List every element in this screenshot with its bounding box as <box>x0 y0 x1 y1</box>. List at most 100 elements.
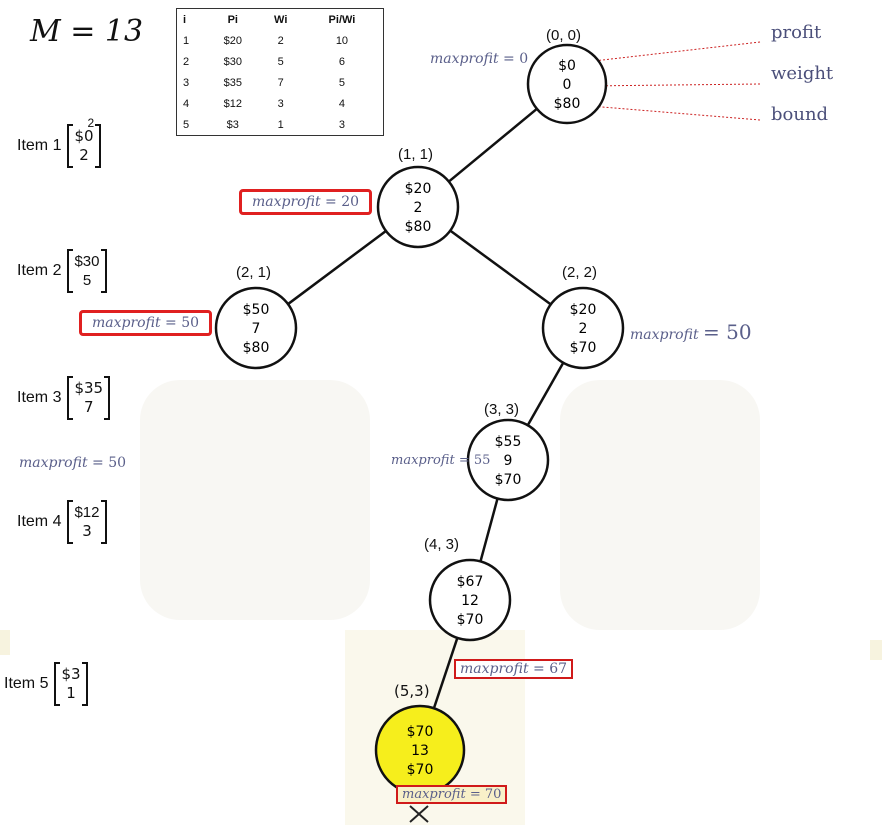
maxprofit-node-4-3: maxprofit = 67 <box>454 659 574 679</box>
item-name: Item 2 <box>17 262 62 279</box>
tree-edge <box>479 498 499 562</box>
node-circle <box>428 558 512 642</box>
node-weight: 2 <box>414 200 423 216</box>
maxprofit-node-5-3: maxprofit = 70 <box>396 785 508 804</box>
table-cell: 3 <box>183 76 190 89</box>
weight-arrow <box>584 81 761 90</box>
annotation-bound: bound <box>771 104 829 125</box>
node-bound: $70 <box>457 612 484 628</box>
table-cell: $20 <box>223 34 242 47</box>
node-bound: $80 <box>243 340 270 356</box>
item-name: Item 5 <box>4 675 49 692</box>
table-cell: 1 <box>183 34 190 47</box>
item-2-label: Item 2 $30 5 <box>17 249 107 293</box>
node-coord-label: (0, 0) <box>546 27 582 44</box>
node-weight: 7 <box>252 321 261 337</box>
item-profit: $12 <box>74 504 100 521</box>
node-profit: $20 <box>405 181 432 197</box>
tree-edge <box>432 637 459 709</box>
node-bound: $80 <box>554 96 581 112</box>
nodes-layer: $00$80$202$80$507$80$202$70$559$70$6712$… <box>214 43 625 796</box>
maxprofit-node-2-1: maxprofit = 50 <box>79 310 213 336</box>
table-row: 1 $20 2 10 <box>177 30 384 51</box>
table-cell: 2 <box>277 34 284 47</box>
tree-edge <box>526 362 565 426</box>
tree-node-n11: $202$80 <box>376 165 460 249</box>
table-cell: 3 <box>338 118 345 131</box>
node-profit: $55 <box>495 434 522 450</box>
item-name: Item 1 <box>17 137 62 154</box>
item-weight: 3 <box>82 522 92 540</box>
node-bound: $70 <box>495 472 522 488</box>
table-cell: 10 <box>335 34 349 47</box>
column-header: Pi/Wi <box>328 13 356 26</box>
item-note: 2 <box>87 116 95 130</box>
annotation-profit: profit <box>771 22 822 43</box>
node-profit: $70 <box>407 724 434 740</box>
item-vector: $35 7 <box>67 376 111 420</box>
cream-strip <box>0 630 10 655</box>
item-vector: 2 $0 2 <box>67 116 101 168</box>
table-row: 4 $12 3 4 <box>177 93 384 114</box>
node-circle <box>541 286 625 370</box>
background-blob <box>560 380 760 630</box>
column-header: Wi <box>274 13 288 26</box>
table-cell: 6 <box>338 55 345 68</box>
maxprofit-item-3: maxprofit = 50 <box>19 455 127 471</box>
background-blob <box>140 380 370 620</box>
table-cell: $35 <box>223 76 242 89</box>
item-vector: $30 5 <box>67 249 107 293</box>
item-5-label: Item 5 $3 1 <box>4 662 88 706</box>
table-row: 2 $30 5 6 <box>177 51 384 72</box>
annotation-weight: weight <box>771 63 834 84</box>
tree-node-n21: $50 7 $80 <box>214 286 298 370</box>
column-header: i <box>183 13 187 26</box>
item-weight: 2 <box>79 146 89 164</box>
item-profit: $35 <box>74 379 104 397</box>
edges-layer <box>287 107 565 709</box>
node-coord-label: (3, 3) <box>484 401 520 418</box>
annotation-arrows <box>584 41 761 121</box>
node-weight: 2 <box>579 321 588 337</box>
capacity-label: M = 13 <box>30 14 144 49</box>
table-cell: $30 <box>223 55 242 68</box>
tree-edge <box>448 107 538 183</box>
item-4-label: Item 4 $12 3 <box>17 500 107 544</box>
item-profit: $30 <box>74 253 100 270</box>
item-vector: $12 3 <box>67 500 107 544</box>
tree-node-n33: $55 9 $70 <box>466 418 550 502</box>
node-coord-label: (1, 1) <box>398 146 434 163</box>
profit-arrow <box>584 41 761 66</box>
item-weight: 7 <box>84 398 94 416</box>
table-cell: 5 <box>183 118 190 131</box>
node-bound: $70 <box>407 762 434 778</box>
column-header: Pi <box>227 13 238 26</box>
item-profit: $0 <box>74 127 94 145</box>
table-cell: $12 <box>223 97 242 110</box>
table-row: 3 $35 7 5 <box>177 72 384 93</box>
node-profit: $20 <box>570 302 597 318</box>
node-circle <box>466 418 550 502</box>
item-vector: $3 1 <box>54 662 88 706</box>
item-3-label: Item 3 $35 7 <box>17 376 111 420</box>
maxprofit-root: maxprofit = 0 <box>430 51 529 67</box>
node-coord-label: (5,3) <box>394 682 430 700</box>
node-profit: $50 <box>243 302 270 318</box>
item-weight: 1 <box>66 684 76 702</box>
tree-node-n22: $202$70 <box>541 286 625 370</box>
tree-edge <box>287 229 387 306</box>
bound-arrow <box>589 102 761 121</box>
maxprofit-node-1-1: maxprofit = 20 <box>239 189 373 215</box>
item-name: Item 3 <box>17 389 62 406</box>
node-circle <box>526 43 608 125</box>
maxprofit-node-2-2: maxprofit = 50 <box>630 320 752 344</box>
table-cell: 2 <box>183 55 190 68</box>
node-weight: 9 <box>504 453 513 469</box>
node-profit: $67 <box>457 574 484 590</box>
maxprofit-node-3-3: maxprofit = 55 <box>391 453 491 468</box>
table-cell: 4 <box>183 97 190 110</box>
tree-edge <box>449 229 552 306</box>
